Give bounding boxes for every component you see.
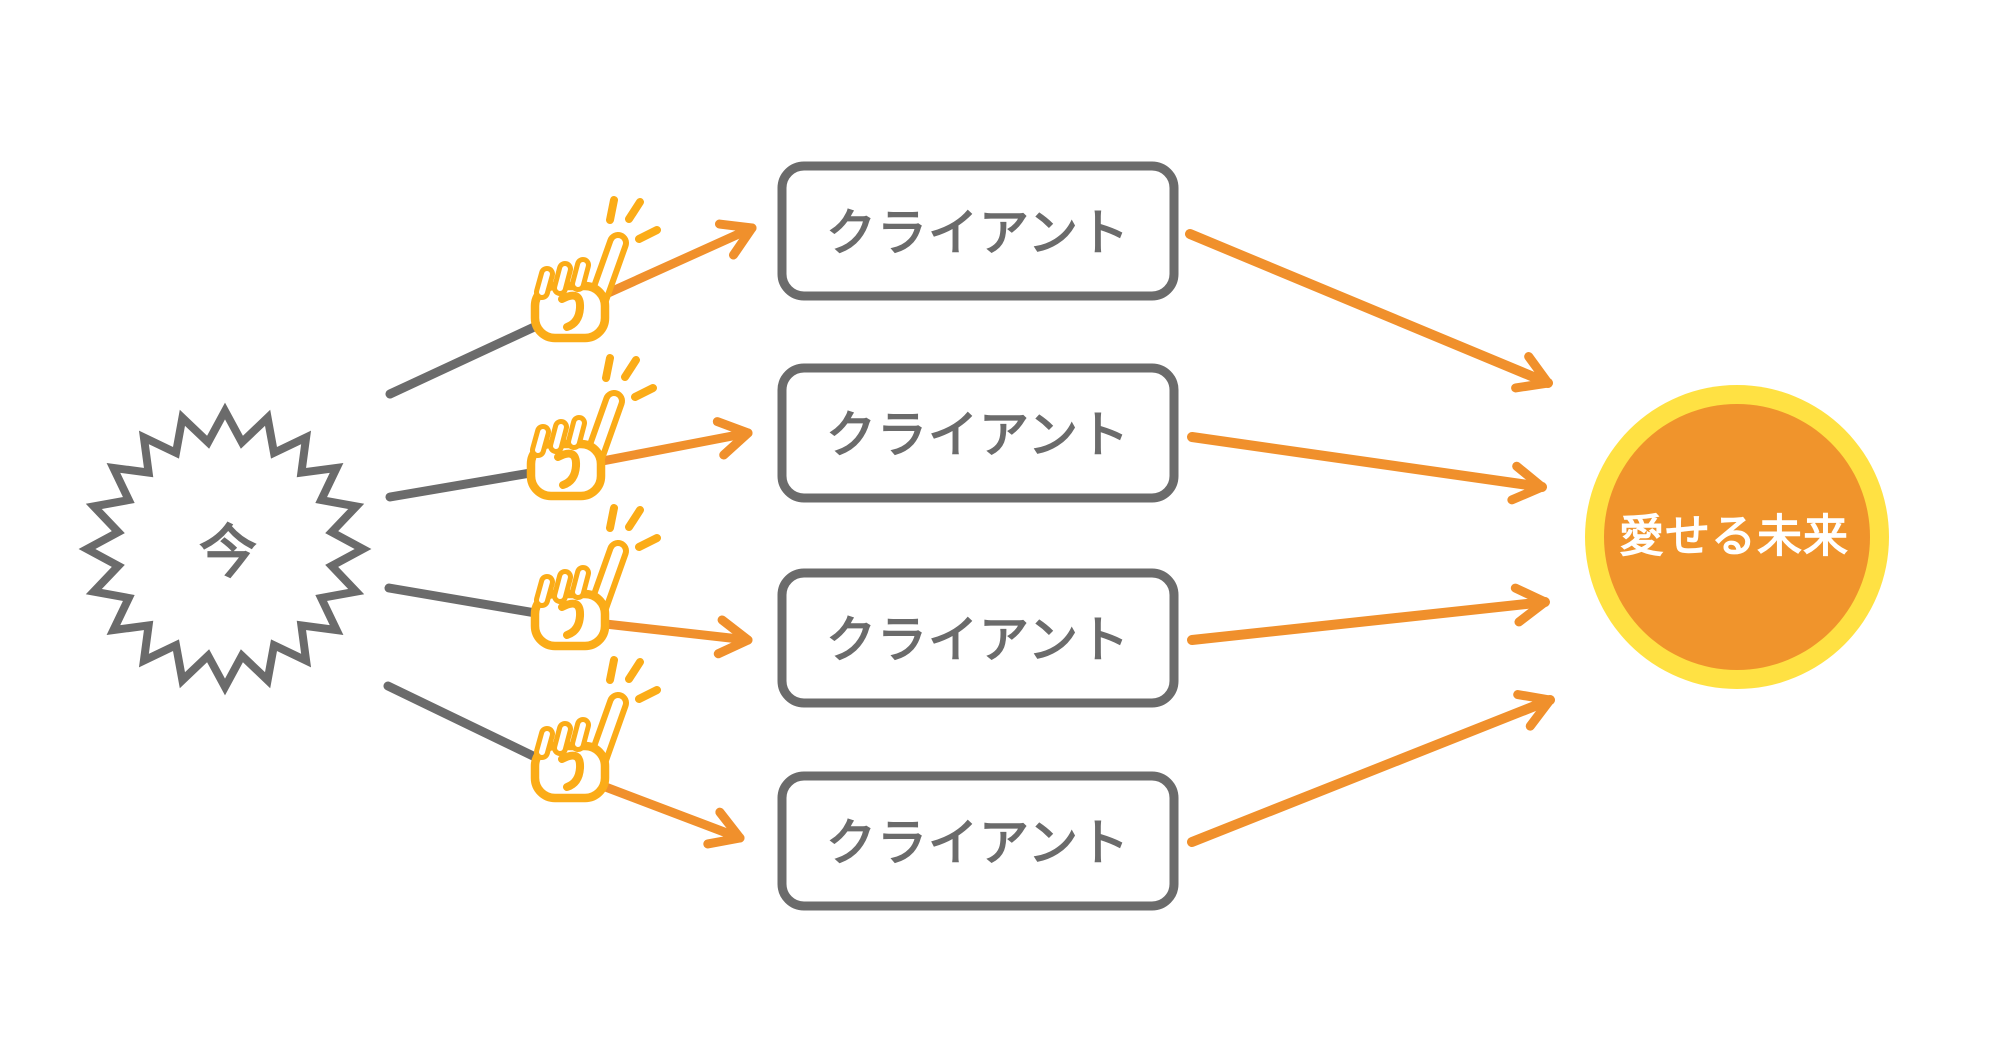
client-label: クライアント — [826, 611, 1130, 669]
client-box — [777, 363, 1179, 503]
now-label: 今 — [199, 518, 257, 586]
future-node: 愛せる未来 — [1585, 385, 1889, 689]
client-label: クライアント — [826, 814, 1130, 872]
client-node-1: クライアント — [777, 161, 1179, 301]
client-node-2: クライアント — [777, 363, 1179, 503]
arrow-client-to-future-1 — [1185, 229, 1553, 393]
arrow-client-to-future-4 — [1187, 690, 1555, 847]
client-label: クライアント — [826, 406, 1130, 464]
future-label: 愛せる未来 — [1619, 510, 1849, 563]
future-circle — [1604, 404, 1870, 670]
pointing-finger-icon — [535, 200, 657, 338]
client-box — [777, 161, 1179, 301]
client-node-3: クライアント — [777, 568, 1179, 708]
pointing-finger-icon — [535, 660, 657, 798]
client-label: クライアント — [826, 204, 1130, 262]
connector-line-1 — [385, 310, 565, 399]
arrow-client-to-future-3 — [1187, 583, 1550, 645]
starburst-shape — [78, 402, 372, 696]
client-node-4: クライアント — [777, 771, 1179, 911]
client-box — [777, 771, 1179, 911]
client-box — [777, 568, 1179, 708]
now-node: 今 — [78, 402, 372, 696]
pointing-finger-icon — [531, 358, 653, 496]
arrow-client-to-future-2 — [1187, 432, 1547, 505]
